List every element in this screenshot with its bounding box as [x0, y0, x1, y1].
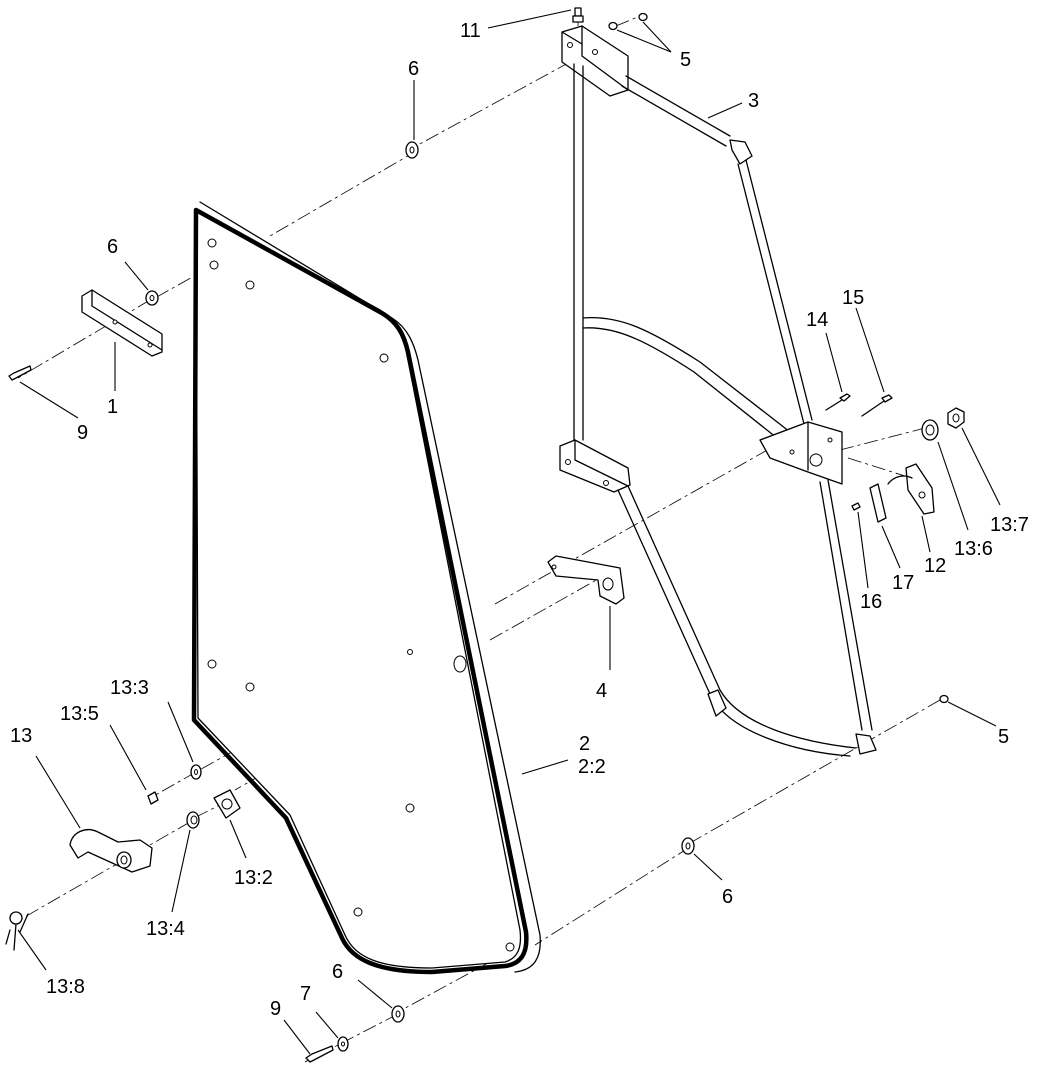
- bolt-bottom: [305, 1045, 334, 1063]
- door-handle: [69, 829, 153, 873]
- callout-13-2: 13:2: [234, 867, 273, 889]
- handle-pin: [147, 791, 159, 805]
- washer-bottom: [337, 1036, 349, 1052]
- grease-fitting: [572, 7, 584, 23]
- callout-13: 13: [10, 725, 32, 747]
- bolt-15: [861, 394, 893, 417]
- callout-6-left: 6: [107, 236, 118, 258]
- spacer-lower-right: [681, 837, 695, 855]
- bolt-14: [825, 393, 851, 411]
- callout-9-upper: 9: [77, 422, 88, 444]
- door-frame-tube: [559, 25, 877, 757]
- callout-11: 11: [460, 20, 481, 42]
- callout-13-7: 13:7: [990, 514, 1029, 536]
- callout-6-upper: 6: [408, 58, 419, 80]
- door-stop-plate: [547, 555, 625, 605]
- callout-3: 3: [748, 90, 759, 112]
- callout-6-lower-right: 6: [722, 886, 733, 908]
- spacer-bottom: [391, 1005, 405, 1023]
- callout-12: 12: [924, 555, 946, 577]
- callout-9-bottom: 9: [270, 998, 281, 1020]
- callout-5-top: 5: [680, 49, 691, 71]
- nut-top-b: [638, 12, 648, 22]
- latch-plate: [869, 483, 887, 523]
- callout-14: 14: [806, 309, 828, 331]
- leader-lines: [17, 9, 1001, 1055]
- nut-top-a: [608, 21, 618, 31]
- callout-16: 16: [860, 591, 882, 613]
- door-latch: [887, 463, 935, 515]
- spacer-upper: [405, 141, 419, 159]
- handle-bushing: [186, 811, 200, 829]
- callout-13-6: 13:6: [954, 538, 993, 560]
- callout-6-bottom: 6: [332, 961, 343, 983]
- latch-screw: [851, 502, 861, 511]
- handle-nut: [947, 407, 965, 429]
- callout-4: 4: [596, 680, 607, 702]
- callout-1: 1: [107, 396, 118, 418]
- callout-13-3: 13:3: [110, 677, 149, 699]
- bolt-upper-left: [8, 365, 32, 381]
- callout-13-8: 13:8: [46, 976, 85, 998]
- callout-15: 15: [842, 287, 864, 309]
- door-glass-panel: [191, 201, 541, 975]
- callout-7: 7: [300, 983, 311, 1005]
- handle-washer-13-3: [190, 764, 202, 780]
- callouts: 11 5 6 3 6 1 9 14 15 13:7 13:6 12 17 16 …: [10, 20, 1029, 1020]
- callout-5-lower: 5: [998, 726, 1009, 748]
- callout-17: 17: [892, 572, 914, 594]
- callout-2-2: 2:2: [578, 756, 606, 778]
- callout-13-5: 13:5: [60, 703, 99, 725]
- upper-hinge-bracket: [81, 289, 163, 357]
- callout-2: 2: [579, 733, 590, 755]
- handle-washer: [921, 419, 939, 441]
- keys: [5, 911, 29, 951]
- handle-seal-plate: [213, 789, 241, 819]
- nut-lower-right: [939, 694, 949, 704]
- spacer-left: [145, 290, 159, 306]
- callout-13-4: 13:4: [146, 918, 185, 940]
